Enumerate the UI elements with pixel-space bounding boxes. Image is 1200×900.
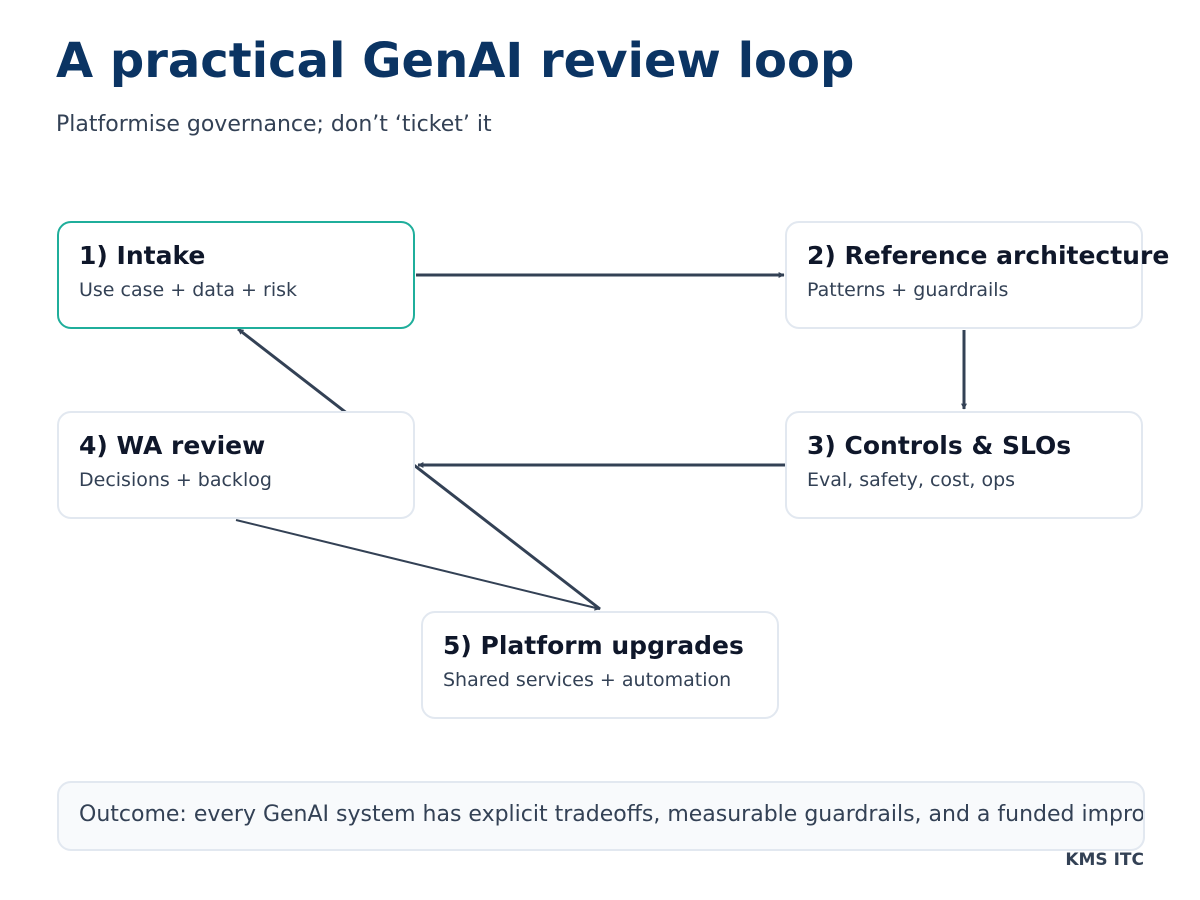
page-title: A practical GenAI review loop xyxy=(56,33,855,89)
step-controls-slos-title: 3) Controls & SLOs xyxy=(807,431,1072,460)
arrow-wa-review-to-platform xyxy=(235,519,601,611)
step-controls-slos-subtitle: Eval, safety, cost, ops xyxy=(807,469,1016,491)
step-platform-upgrades-title: 5) Platform upgrades xyxy=(443,631,744,660)
outcome-text: Outcome: every GenAI system has explicit… xyxy=(79,802,1145,827)
outcome-banner: Outcome: every GenAI system has explicit… xyxy=(57,781,1145,851)
step-platform-upgrades-subtitle: Shared services + automation xyxy=(443,669,732,691)
step-wa-review-subtitle: Decisions + backlog xyxy=(79,469,272,491)
step-intake-title: 1) Intake xyxy=(79,241,206,270)
step-wa-review-card: 4) WA review Decisions + backlog xyxy=(57,411,415,519)
step-reference-architecture-card: 2) Reference architecture Patterns + gua… xyxy=(785,221,1170,329)
step-platform-upgrades-card: 5) Platform upgrades Shared services + a… xyxy=(421,611,779,719)
step-intake-card: 1) Intake Use case + data + risk xyxy=(57,221,415,329)
step-reference-architecture-title: 2) Reference architecture xyxy=(807,241,1170,270)
arrow-platform-to-intake xyxy=(237,327,601,611)
step-wa-review-title: 4) WA review xyxy=(79,431,266,460)
step-intake-subtitle: Use case + data + risk xyxy=(79,279,297,301)
footer-brand: KMS ITC xyxy=(1065,850,1144,870)
step-reference-architecture-subtitle: Patterns + guardrails xyxy=(807,279,1009,301)
page-subtitle: Platformise governance; don’t ‘ticket’ i… xyxy=(56,112,492,137)
step-controls-slos-card: 3) Controls & SLOs Eval, safety, cost, o… xyxy=(785,411,1143,519)
